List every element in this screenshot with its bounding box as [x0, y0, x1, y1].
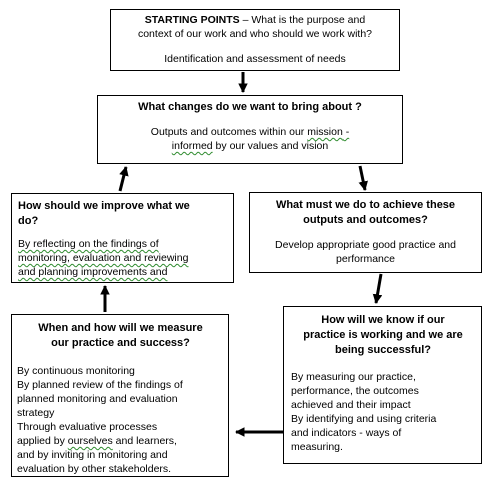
- starting-points-needs: Identification and assessment of needs: [164, 53, 346, 65]
- achieve-line-1: Develop appropriate good practice and: [275, 239, 456, 251]
- know-line-2: performance, the outcomes: [291, 385, 419, 397]
- changes-outputs-line: Outputs and outcomes within our mission …: [102, 125, 398, 139]
- achieve-line-2: performance: [336, 253, 395, 265]
- measure-line-8: evaluation by other stakeholders.: [17, 463, 172, 475]
- improve-line-2: monitoring, evaluation and reviewing: [18, 252, 189, 264]
- know-line-6: measuring.: [291, 441, 343, 453]
- starting-points-title: STARTING POINTS: [144, 14, 240, 26]
- measure-applied-text: applied by: [17, 435, 68, 447]
- changes-values-text: by our values and vision: [212, 140, 329, 152]
- starting-points-heading: STARTING POINTS – What is the purpose an…: [115, 13, 395, 27]
- measure-heading-1: When and how will we measure: [38, 322, 203, 334]
- know-heading-2: practice is working and we are: [303, 329, 463, 341]
- know-line-1: By measuring our practice,: [291, 371, 416, 383]
- know-heading-3: being successful?: [335, 344, 431, 356]
- measure-line-5: Through evaluative processes: [17, 421, 158, 433]
- starting-points-box: STARTING POINTS – What is the purpose an…: [110, 9, 400, 71]
- achieve-box: What must we do to achieve these outputs…: [249, 192, 482, 273]
- arrow-changes-to-achieve: [358, 165, 368, 191]
- measure-line-2: By planned review of the findings of: [17, 379, 183, 391]
- starting-points-question: – What is the purpose and: [239, 14, 366, 26]
- improve-heading-1: How should we improve what we: [18, 200, 190, 212]
- know-line-4: By identifying and using criteria: [291, 413, 437, 425]
- measure-box: When and how will we measure our practic…: [11, 314, 229, 477]
- starting-points-line2: context of our work and who should we wo…: [137, 28, 373, 40]
- achieve-heading-1: What must we do to achieve these: [275, 199, 456, 211]
- improve-heading-2: do?: [18, 215, 39, 227]
- changes-box: What changes do we want to bring about ?…: [97, 95, 403, 164]
- know-line-5: and indicators - ways of: [291, 427, 402, 439]
- measure-line-6: applied by ourselves and learners,: [17, 434, 224, 448]
- changes-mission-word: mission: [307, 126, 343, 138]
- arrow-improve-to-changes: [118, 166, 129, 192]
- changes-informed-word: informed: [171, 140, 213, 152]
- measure-line-4: strategy: [17, 407, 55, 419]
- measure-learners-text: and learners,: [112, 435, 177, 447]
- improve-line-3: and planning improvements and: [18, 266, 168, 278]
- measure-line-3: planned monitoring and evaluation: [17, 393, 178, 405]
- improve-line-1: By reflecting on the findings of: [18, 238, 159, 250]
- arrow-achieve-to-know: [372, 273, 383, 304]
- measure-heading-2: our practice and success?: [51, 337, 190, 349]
- achieve-heading-2: outputs and outcomes?: [303, 214, 428, 226]
- changes-outputs-text: Outputs and outcomes within our: [150, 126, 308, 138]
- changes-values-line: informed by our values and vision: [102, 139, 398, 153]
- changes-heading: What changes do we want to bring about ?: [138, 101, 362, 113]
- know-box: How will we know if our practice is work…: [283, 306, 482, 464]
- measure-ourselves-word: ourselves: [67, 435, 113, 447]
- changes-dash: -: [342, 126, 350, 138]
- measure-line-7: and by inviting in monitoring and: [17, 449, 168, 461]
- improve-box: How should we improve what we do? By ref…: [11, 193, 234, 283]
- know-heading-1: How will we know if our: [321, 314, 445, 326]
- measure-line-1: By continuous monitoring: [17, 365, 135, 377]
- know-line-3: achieved and their impact: [291, 399, 411, 411]
